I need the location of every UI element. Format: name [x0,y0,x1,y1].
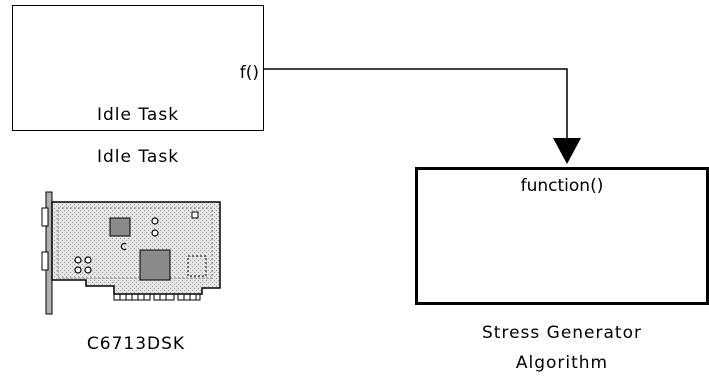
c6713dsk-caption: C6713DSK [86,334,186,354]
idle-task-block[interactable]: f() Idle Task [12,5,264,131]
idle-task-output-port: f() [239,63,259,83]
dsp-board-icon [41,191,221,315]
idle-task-block-label: Idle Task [96,105,180,125]
stress-generator-caption-line1: Stress Generator [482,323,642,343]
c6713dsk-board-block[interactable] [34,188,224,322]
stress-generator-input-port: function() [520,176,604,196]
stress-generator-caption-line2: Algorithm [515,353,609,373]
arrowhead-icon [553,138,581,164]
stress-generator-block[interactable]: function() [415,167,709,305]
idle-task-caption: Idle Task [96,147,180,167]
stress-generator-caption: Stress Generator Algorithm [415,318,709,378]
